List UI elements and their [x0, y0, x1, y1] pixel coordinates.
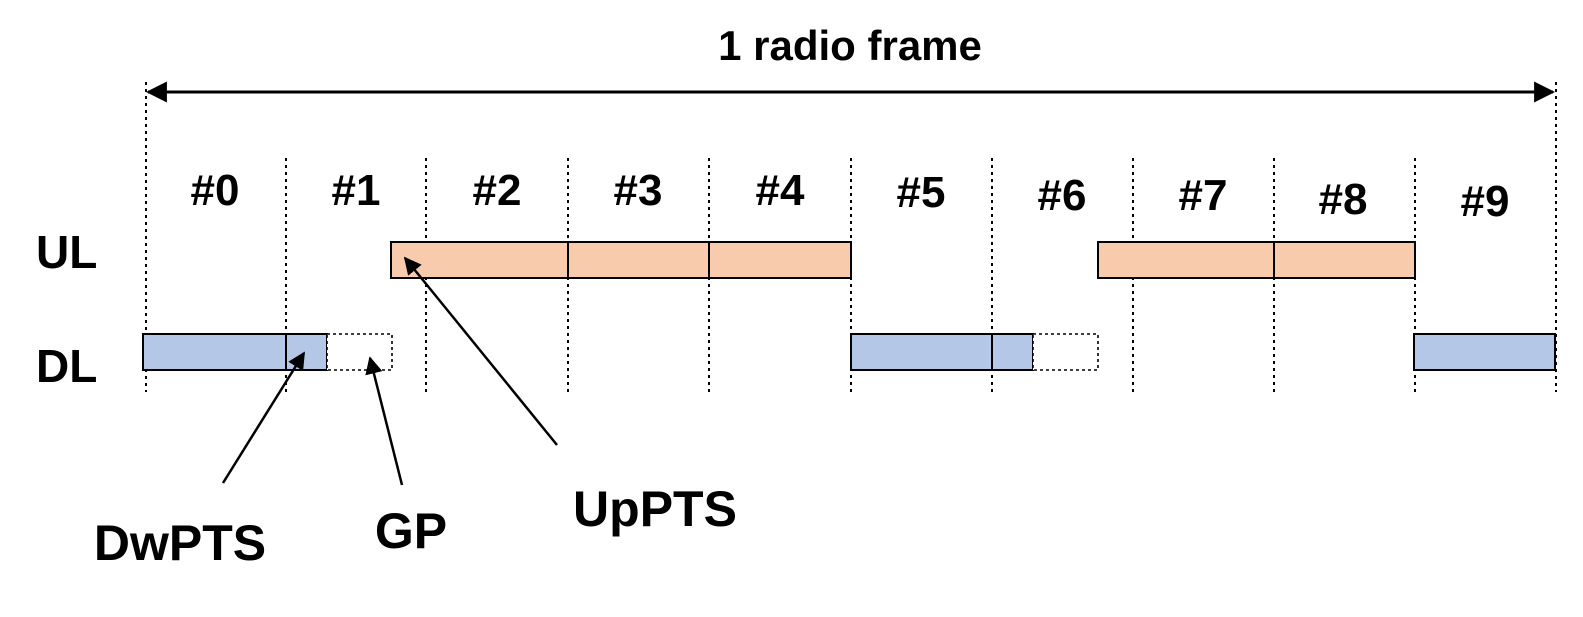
row-label-ul: UL	[36, 226, 97, 278]
guard-period-box	[1032, 333, 1099, 371]
subframe-label-5: #5	[897, 168, 946, 217]
downlink-blocks	[142, 333, 1556, 371]
subframe-label-2: #2	[473, 166, 522, 215]
frame-title: 1 radio frame	[718, 22, 982, 69]
subframe-label-6: #6	[1038, 171, 1087, 220]
uplink-block	[390, 241, 852, 279]
row-label-dl: DL	[36, 340, 97, 392]
subframe-label-8: #8	[1319, 175, 1368, 224]
gp-pointer-arrow	[365, 356, 404, 486]
guard-period-box	[326, 333, 393, 371]
downlink-block	[142, 333, 328, 371]
subframe-labels: #0 #1 #2 #3 #4 #5 #6 #7 #8 #9	[191, 166, 1510, 226]
downlink-block	[1413, 333, 1556, 371]
subframe-label-7: #7	[1179, 171, 1228, 220]
subframe-label-9: #9	[1461, 177, 1510, 226]
subframe-label-3: #3	[614, 166, 663, 215]
subframe-boundaries	[145, 82, 1557, 392]
uplink-blocks	[390, 241, 1416, 279]
dwpts-pointer-arrow	[221, 351, 306, 484]
callout-dwpts: DwPTS	[94, 515, 266, 571]
uplink-block	[1097, 241, 1416, 279]
uppts-pointer-arrow	[403, 256, 558, 446]
subframe-label-4: #4	[756, 166, 805, 215]
subframe-label-0: #0	[191, 166, 240, 215]
callout-gp: GP	[375, 503, 447, 559]
subframe-label-1: #1	[332, 166, 381, 215]
callout-uppts: UpPTS	[573, 481, 737, 537]
downlink-block	[850, 333, 1034, 371]
